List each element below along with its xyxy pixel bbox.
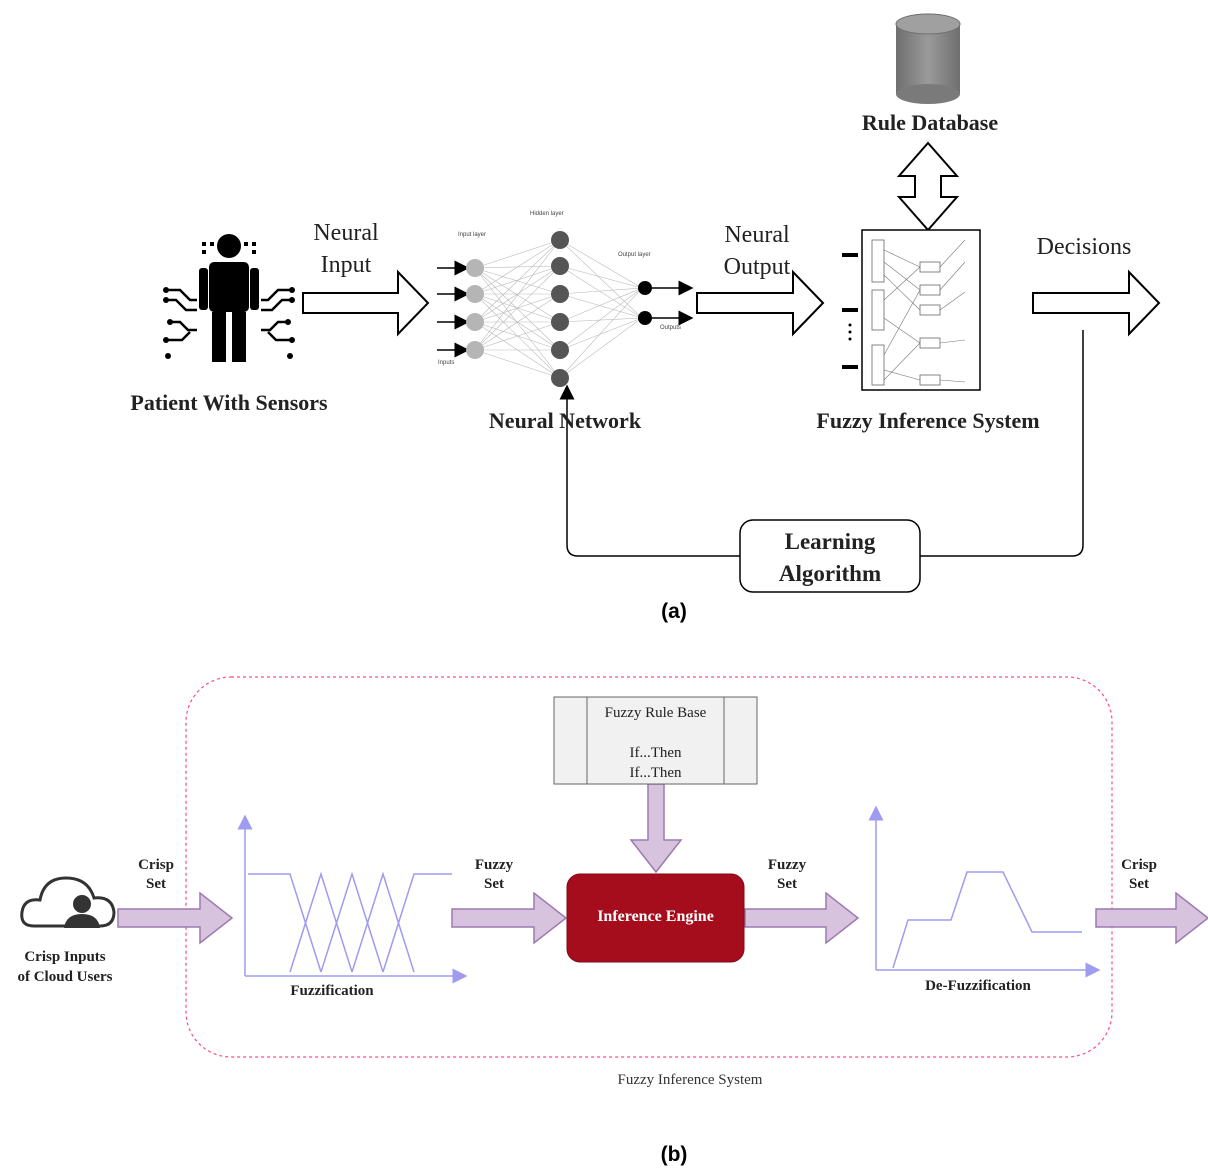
fuzzy-set-2-line2: Set: [777, 876, 797, 892]
learning-algorithm-box: [739, 519, 921, 593]
fis-caption-b: Fuzzy Inference System: [617, 1072, 763, 1088]
decisions-arrow: [1032, 269, 1161, 337]
neural-output-label: Neural Output: [706, 219, 808, 283]
neural-network-diagram: [437, 231, 694, 387]
nn-input-layer-label: Input layer: [458, 232, 487, 238]
neural-output-line1: Neural: [724, 222, 790, 248]
fuzzy-set-1-line2: Set: [484, 876, 504, 892]
crisp-set-input-label: Crisp Set: [124, 856, 188, 894]
learning-line2: Algorithm: [778, 561, 882, 586]
rule-base-down-arrow: [629, 783, 683, 874]
rule-line-2: If...Then: [629, 765, 682, 781]
neural-input-line2: Input: [320, 252, 372, 278]
fis-label-a: Fuzzy Inference System: [816, 408, 1040, 433]
inference-engine-label: Inference Engine: [597, 908, 714, 925]
cloud-user-icon: [20, 876, 116, 928]
neural-output-arrow: [696, 269, 825, 337]
learning-algorithm-label: Learning Algorithm: [740, 526, 920, 590]
crisp-set-in-line1: Crisp: [138, 857, 174, 873]
rule-base-box: [553, 696, 758, 785]
decisions-label: Decisions: [1036, 234, 1132, 260]
fis-dashed-boundary: [185, 676, 1113, 1058]
nn-inputs-label: Inputs: [438, 360, 455, 366]
fuzzification-label: Fuzzification: [290, 983, 374, 999]
fuzzy-set-label-1: Fuzzy Set: [462, 856, 526, 894]
crisp-inputs-line1: Crisp Inputs: [24, 949, 106, 965]
fis-block-diagram: [842, 229, 981, 391]
caption-a: (a): [661, 600, 687, 623]
neural-output-line2: Output: [723, 254, 791, 280]
crisp-set-output-arrow: [1095, 891, 1208, 945]
database-fis-double-arrow: [896, 141, 960, 232]
neural-input-arrow: [302, 269, 430, 337]
nn-outputs-label: Outputs: [660, 325, 682, 331]
crisp-set-input-arrow: [117, 891, 234, 945]
neural-network-label: Neural Network: [488, 408, 642, 433]
fuzzy-set-arrow-2: [744, 891, 860, 945]
feedback-line-right: [920, 330, 1084, 557]
inference-engine-box: [566, 873, 745, 963]
learning-line1: Learning: [784, 529, 876, 554]
defuzzification-label: De-Fuzzification: [925, 978, 1031, 994]
crisp-set-output-label: Crisp Set: [1107, 856, 1171, 894]
rule-line-1: If...Then: [629, 745, 682, 761]
patient-sensor-icon: [163, 234, 295, 362]
nn-output-layer-label: Output layer: [618, 252, 651, 258]
fuzzy-set-1-line1: Fuzzy: [474, 857, 514, 873]
neural-input-label: Neural Input: [303, 217, 389, 281]
feedback-line-left: [559, 384, 740, 557]
rule-base-text: Fuzzy Rule Base If...Then If...Then: [587, 703, 724, 783]
defuzzification-chart: [868, 805, 1101, 978]
crisp-set-in-line2: Set: [146, 876, 166, 892]
caption-b: (b): [660, 1143, 688, 1166]
neural-input-line1: Neural: [313, 220, 379, 246]
crisp-set-out-line2: Set: [1129, 876, 1149, 892]
database-icon: [895, 13, 961, 104]
crisp-set-out-line1: Crisp: [1121, 857, 1157, 873]
crisp-inputs-line2: of Cloud Users: [17, 969, 113, 985]
fuzzy-set-label-2: Fuzzy Set: [755, 856, 819, 894]
fuzzification-chart: [237, 814, 468, 984]
patient-label: Patient With Sensors: [130, 390, 328, 415]
fuzzy-set-arrow-1: [451, 891, 568, 945]
nn-hidden-layer-label: Hidden layer: [530, 211, 564, 217]
fuzzy-set-2-line1: Fuzzy: [767, 857, 807, 873]
crisp-inputs-label: Crisp Inputs of Cloud Users: [0, 947, 130, 987]
rule-database-label: Rule Database: [861, 110, 999, 135]
rule-base-title: Fuzzy Rule Base: [604, 705, 707, 721]
